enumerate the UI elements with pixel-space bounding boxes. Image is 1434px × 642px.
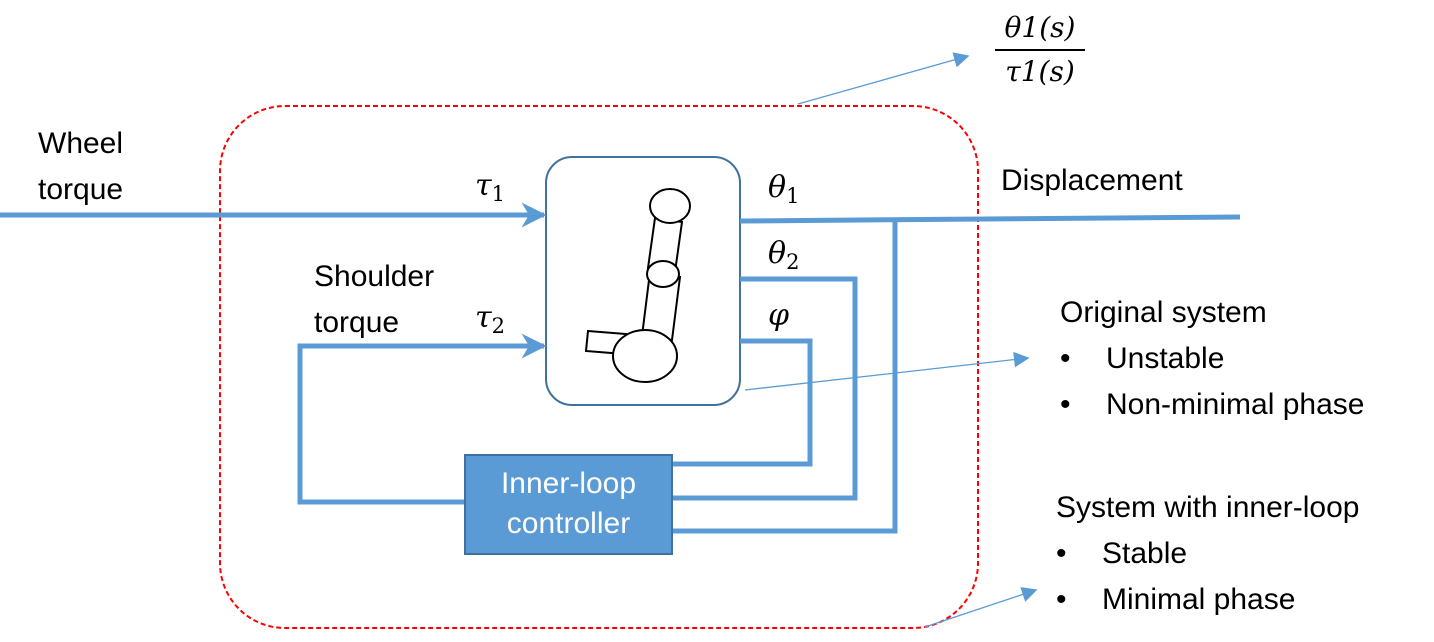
list-item: •Non-minimal phase: [1060, 388, 1365, 421]
inner-loop-system-pointer: [924, 587, 1038, 628]
fraction-bar: [995, 49, 1085, 51]
original-system-title: Original system: [1060, 296, 1267, 329]
transfer-function-denominator: τ1(s): [1005, 55, 1075, 88]
inner-loop-system-title: System with inner-loop: [1056, 491, 1360, 524]
wheel-torque-label: Wheel torque: [38, 127, 124, 206]
displacement-label: Displacement: [1001, 164, 1183, 197]
transfer-function: θ1(s) τ1(s): [995, 8, 1085, 92]
shoulder-torque-label: Shoulder torque: [314, 260, 435, 339]
phi-feedback-line: [672, 338, 813, 467]
inner-loop-controller-box: [464, 454, 673, 555]
theta1-symbol: θ1: [768, 170, 800, 208]
displacement-signal: [739, 214, 1241, 224]
robot-icon: [584, 188, 691, 383]
list-item: •Minimal phase: [1056, 583, 1296, 616]
tau2-symbol: τ2: [475, 300, 505, 338]
theta2-symbol: θ2: [768, 236, 800, 274]
phi-symbol: φ: [768, 298, 790, 333]
system-boundary: [219, 105, 979, 629]
shoulder-torque-signal: [297, 333, 547, 505]
inner-loop-system-note: System with inner-loop •Stable •Minimal …: [1056, 485, 1359, 623]
theta2-feedback-line: [672, 276, 858, 501]
transfer-function-pointer: [797, 52, 970, 105]
original-system-note: Original system •Unstable •Non-minimal p…: [1060, 290, 1364, 428]
list-item: •Unstable: [1060, 342, 1225, 375]
list-item: •Stable: [1056, 537, 1188, 570]
inner-loop-controller-label: Inner-loop controller: [500, 467, 637, 540]
tau1-symbol: τ1: [475, 168, 505, 206]
transfer-function-numerator: θ1(s): [1004, 11, 1076, 44]
theta1-feedback-line: [672, 221, 898, 534]
original-system-pointer: [744, 351, 1030, 391]
